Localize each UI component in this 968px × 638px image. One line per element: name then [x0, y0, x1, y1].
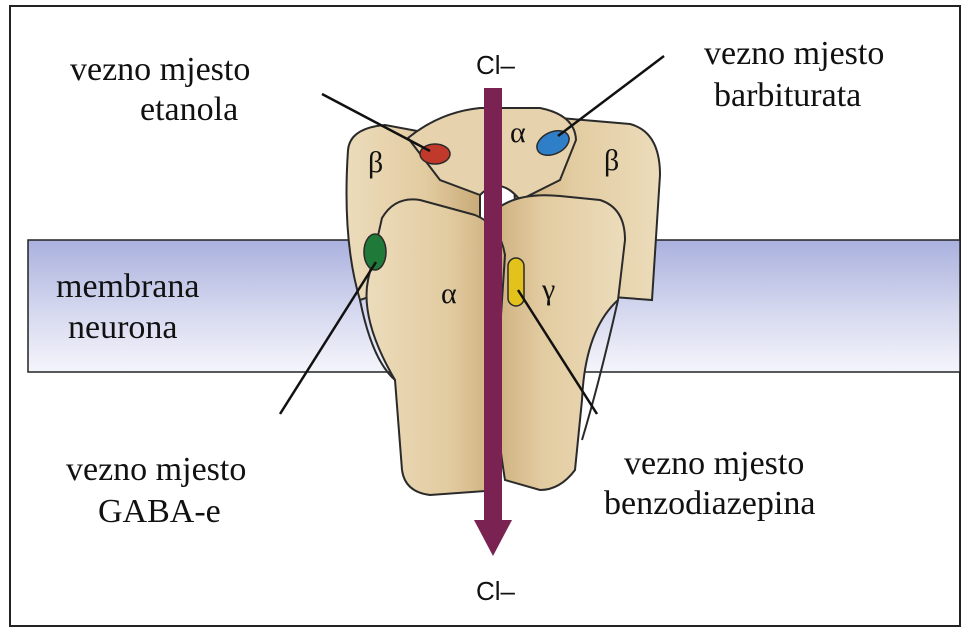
label-gaba-line2: GABA-e	[98, 493, 221, 530]
label-ethanol-line1: vezno mjesto	[70, 51, 250, 88]
label-benzodiazepine-line1: vezno mjesto	[624, 445, 804, 482]
subunit-label-front-right: γ	[541, 273, 555, 306]
subunit-label-back-left: β	[368, 146, 383, 179]
chloride-label-top: Cl–	[476, 50, 516, 80]
label-ethanol-line2: etanola	[140, 91, 238, 128]
benzodiazepine-binding-site	[508, 258, 524, 306]
chloride-arrow-shaft	[484, 88, 502, 524]
label-membrane-line1: membrana	[56, 268, 200, 305]
label-barbiturate-line2: barbiturata	[714, 77, 861, 114]
subunit-label-front-left: α	[441, 277, 457, 310]
subunit-label-back-right: β	[604, 144, 619, 177]
label-benzodiazepine-line2: benzodiazepina	[604, 485, 815, 522]
chloride-label-bottom: Cl–	[476, 576, 516, 606]
subunit-label-back-center: α	[510, 116, 526, 149]
label-membrane-line2: neurona	[68, 309, 178, 346]
label-barbiturate-line1: vezno mjesto	[704, 35, 884, 72]
label-gaba-line1: vezno mjesto	[66, 451, 246, 488]
